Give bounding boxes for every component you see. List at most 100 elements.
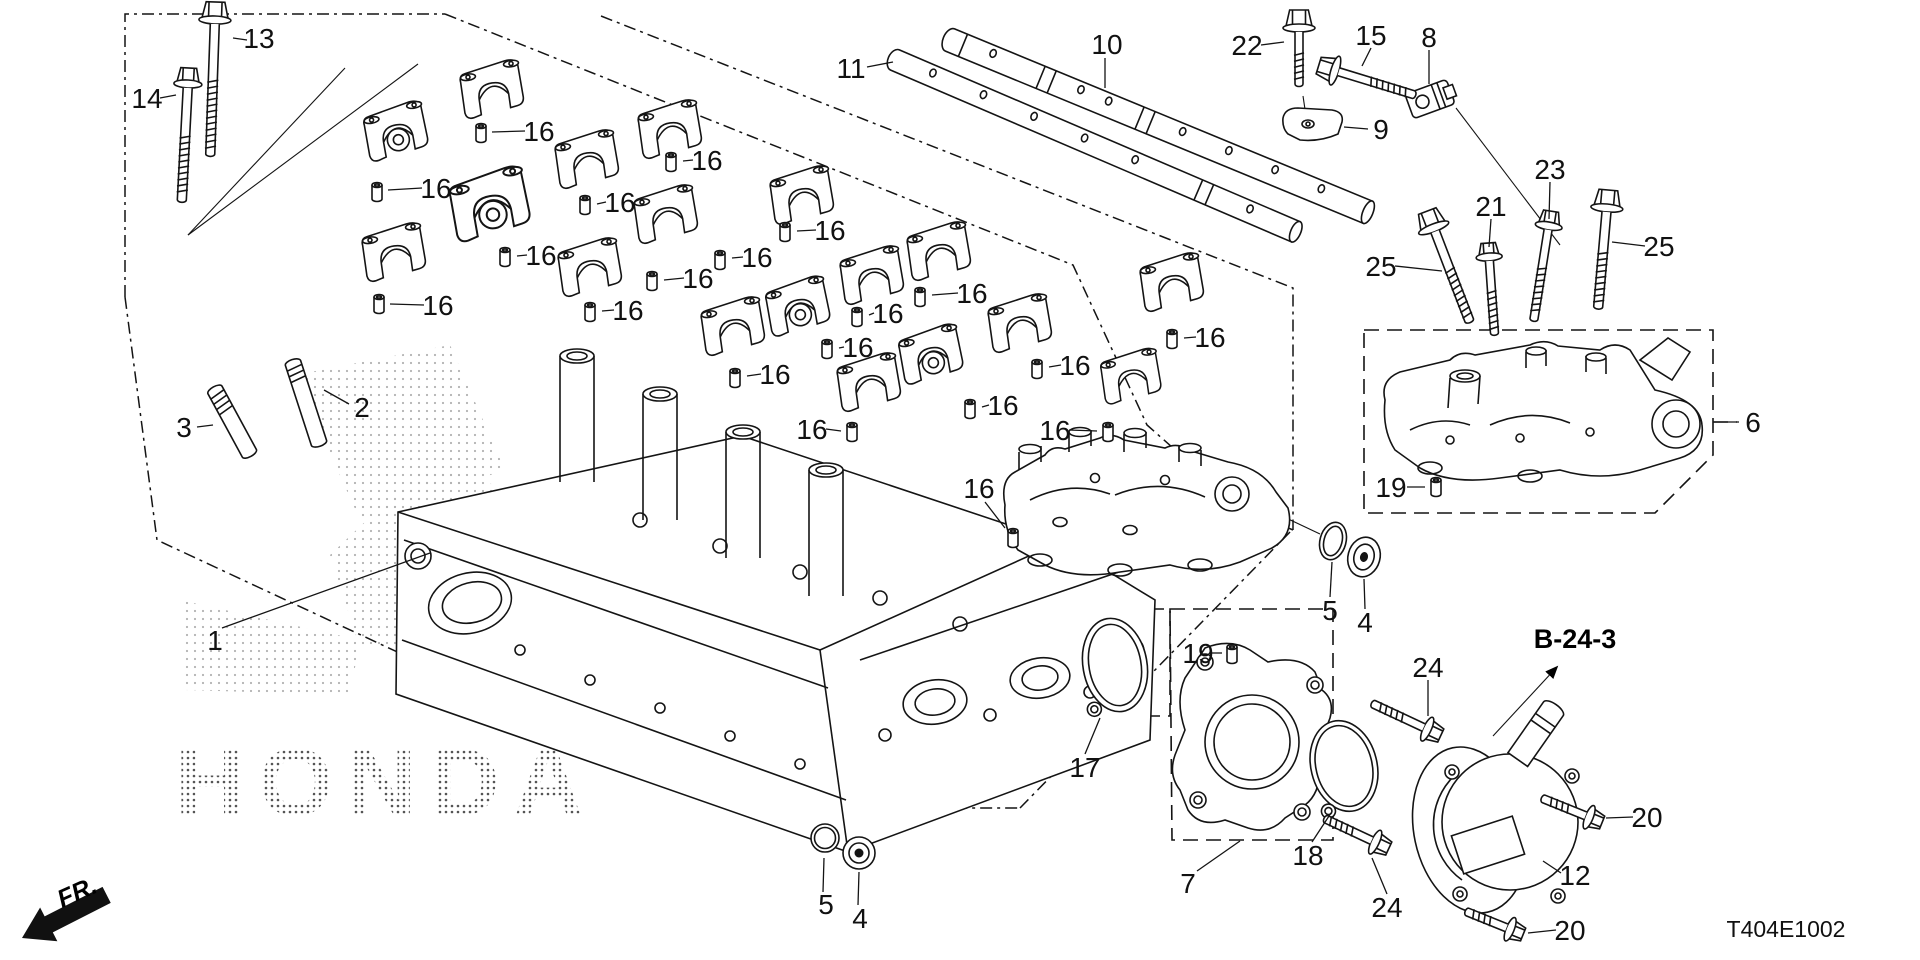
callout-21-9[interactable]: 21: [1475, 191, 1506, 222]
callout-16-39[interactable]: 16: [741, 242, 772, 273]
callout-16-32[interactable]: 16: [691, 145, 722, 176]
callout-leader-line: [984, 501, 1006, 529]
callout-24-26[interactable]: 24: [1371, 892, 1402, 923]
rocker-shaft-11: [886, 48, 1303, 243]
callout-23-8[interactable]: 23: [1534, 154, 1565, 185]
callout-17-22[interactable]: 17: [1069, 752, 1100, 783]
cam-cap-drawing: [837, 243, 907, 306]
callout-leader-line: [866, 61, 894, 68]
dowel-pin-drawing: [371, 181, 383, 203]
callout-16-41[interactable]: 16: [872, 298, 903, 329]
callout-19-14[interactable]: 19: [1182, 638, 1213, 669]
callout-24-25[interactable]: 24: [1412, 652, 1443, 683]
reference-label-b-24-3[interactable]: B-24-3: [1534, 624, 1617, 654]
callout-19-13[interactable]: 19: [1375, 472, 1406, 503]
gasket-part-18: [1309, 719, 1379, 819]
callout-16-47[interactable]: 16: [1039, 415, 1070, 446]
dowel-pin-drawing: [1007, 527, 1019, 549]
dowel-pin-drawing: [779, 221, 791, 243]
callout-leader-line: [1611, 241, 1646, 247]
callout-2-16[interactable]: 2: [354, 392, 370, 423]
callout-16-31[interactable]: 16: [420, 173, 451, 204]
callout-16-38[interactable]: 16: [814, 215, 845, 246]
callout-leader-line: [1361, 47, 1372, 67]
callout-16-44[interactable]: 16: [1059, 350, 1090, 381]
rocker-arm-assembly-part-6: [1383, 337, 1704, 483]
callout-15-5[interactable]: 15: [1355, 20, 1386, 51]
callout-20-28[interactable]: 20: [1631, 802, 1662, 833]
callout-leader-line: [601, 309, 615, 312]
callout-13-0[interactable]: 13: [243, 23, 274, 54]
callout-16-49[interactable]: 16: [1194, 322, 1225, 353]
callout-16-48[interactable]: 16: [963, 473, 994, 504]
callout-16-36[interactable]: 16: [682, 263, 713, 294]
bolt-drawing: [1315, 55, 1417, 100]
callout-16-37[interactable]: 16: [612, 295, 643, 326]
dowel-pin-drawing: [579, 194, 591, 216]
dowel-pin-drawing: [475, 122, 487, 144]
callout-4-19[interactable]: 4: [852, 903, 868, 934]
callout-10-3[interactable]: 10: [1091, 29, 1122, 60]
callout-leader-line: [682, 159, 694, 162]
callout-25-11[interactable]: 25: [1643, 231, 1674, 262]
callout-11-2[interactable]: 11: [836, 53, 865, 84]
callout-5-18[interactable]: 5: [818, 889, 834, 920]
callout-leader-line: [1542, 860, 1562, 874]
cam-cap-drawing: [904, 219, 974, 282]
callout-25-10[interactable]: 25: [1365, 251, 1396, 282]
bolt-drawing: [1417, 206, 1475, 324]
callout-20-29[interactable]: 20: [1554, 915, 1585, 946]
callout-leader-line: [825, 428, 842, 432]
callout-5-20[interactable]: 5: [1322, 595, 1338, 626]
callout-16-40[interactable]: 16: [956, 278, 987, 309]
callout-1-17[interactable]: 1: [207, 625, 223, 656]
callout-16-30[interactable]: 16: [523, 116, 554, 147]
bolt-drawing: [1370, 699, 1445, 743]
callout-14-1[interactable]: 14: [131, 83, 162, 114]
callout-leader-line: [596, 201, 607, 205]
dowel-pin-drawing: [646, 270, 658, 292]
dowel-pin-drawing: [964, 398, 976, 420]
callout-16-33[interactable]: 16: [604, 187, 635, 218]
callout-8-6[interactable]: 8: [1421, 22, 1437, 53]
dowel-pin-drawing: [665, 151, 677, 173]
bolt-drawing: [1322, 814, 1393, 856]
gasket-part-17: [1081, 617, 1149, 718]
dowel-pin-drawing: [851, 306, 863, 328]
part7-group-box: [1169, 608, 1334, 841]
callout-leader-line: [387, 187, 423, 191]
camshaft-holder-assembly: [1002, 426, 1291, 577]
dowel-pin-drawing: [373, 293, 385, 315]
callout-9-7[interactable]: 9: [1373, 114, 1389, 145]
callout-12-27[interactable]: 12: [1559, 860, 1590, 891]
callout-leader-line: [1068, 429, 1098, 432]
callout-leader-line: [822, 857, 825, 893]
callout-leader-line: [796, 229, 817, 232]
cam-cap-drawing: [359, 220, 429, 283]
callout-leader-line: [1527, 929, 1557, 934]
callout-16-42[interactable]: 16: [842, 332, 873, 363]
bolt-drawing: [1540, 794, 1606, 830]
callout-3-15[interactable]: 3: [176, 412, 192, 443]
callout-16-46[interactable]: 16: [796, 414, 827, 445]
cam-cap-drawing: [555, 235, 625, 298]
bolt-drawing: [1282, 9, 1316, 88]
callout-7-23[interactable]: 7: [1180, 868, 1196, 899]
callout-22-4[interactable]: 22: [1231, 30, 1262, 61]
callout-16-43[interactable]: 16: [759, 359, 790, 390]
callout-leader-line: [196, 424, 214, 428]
callout-6-12[interactable]: 6: [1745, 407, 1761, 438]
callout-leader-line: [159, 94, 177, 99]
callout-16-45[interactable]: 16: [987, 390, 1018, 421]
callout-4-21[interactable]: 4: [1357, 607, 1373, 638]
callout-leader-line: [221, 552, 431, 629]
callout-16-35[interactable]: 16: [525, 240, 556, 271]
callout-18-24[interactable]: 18: [1292, 840, 1323, 871]
valve-guide-part-2: [284, 358, 328, 448]
rocker-arm-drawing: [362, 100, 430, 162]
bolt-drawing: [1463, 907, 1527, 942]
callout-leader-line: [323, 389, 350, 405]
callout-leader-line: [1311, 812, 1332, 843]
diagram-code: T404E1002: [1727, 916, 1846, 942]
callout-16-34[interactable]: 16: [422, 290, 453, 321]
